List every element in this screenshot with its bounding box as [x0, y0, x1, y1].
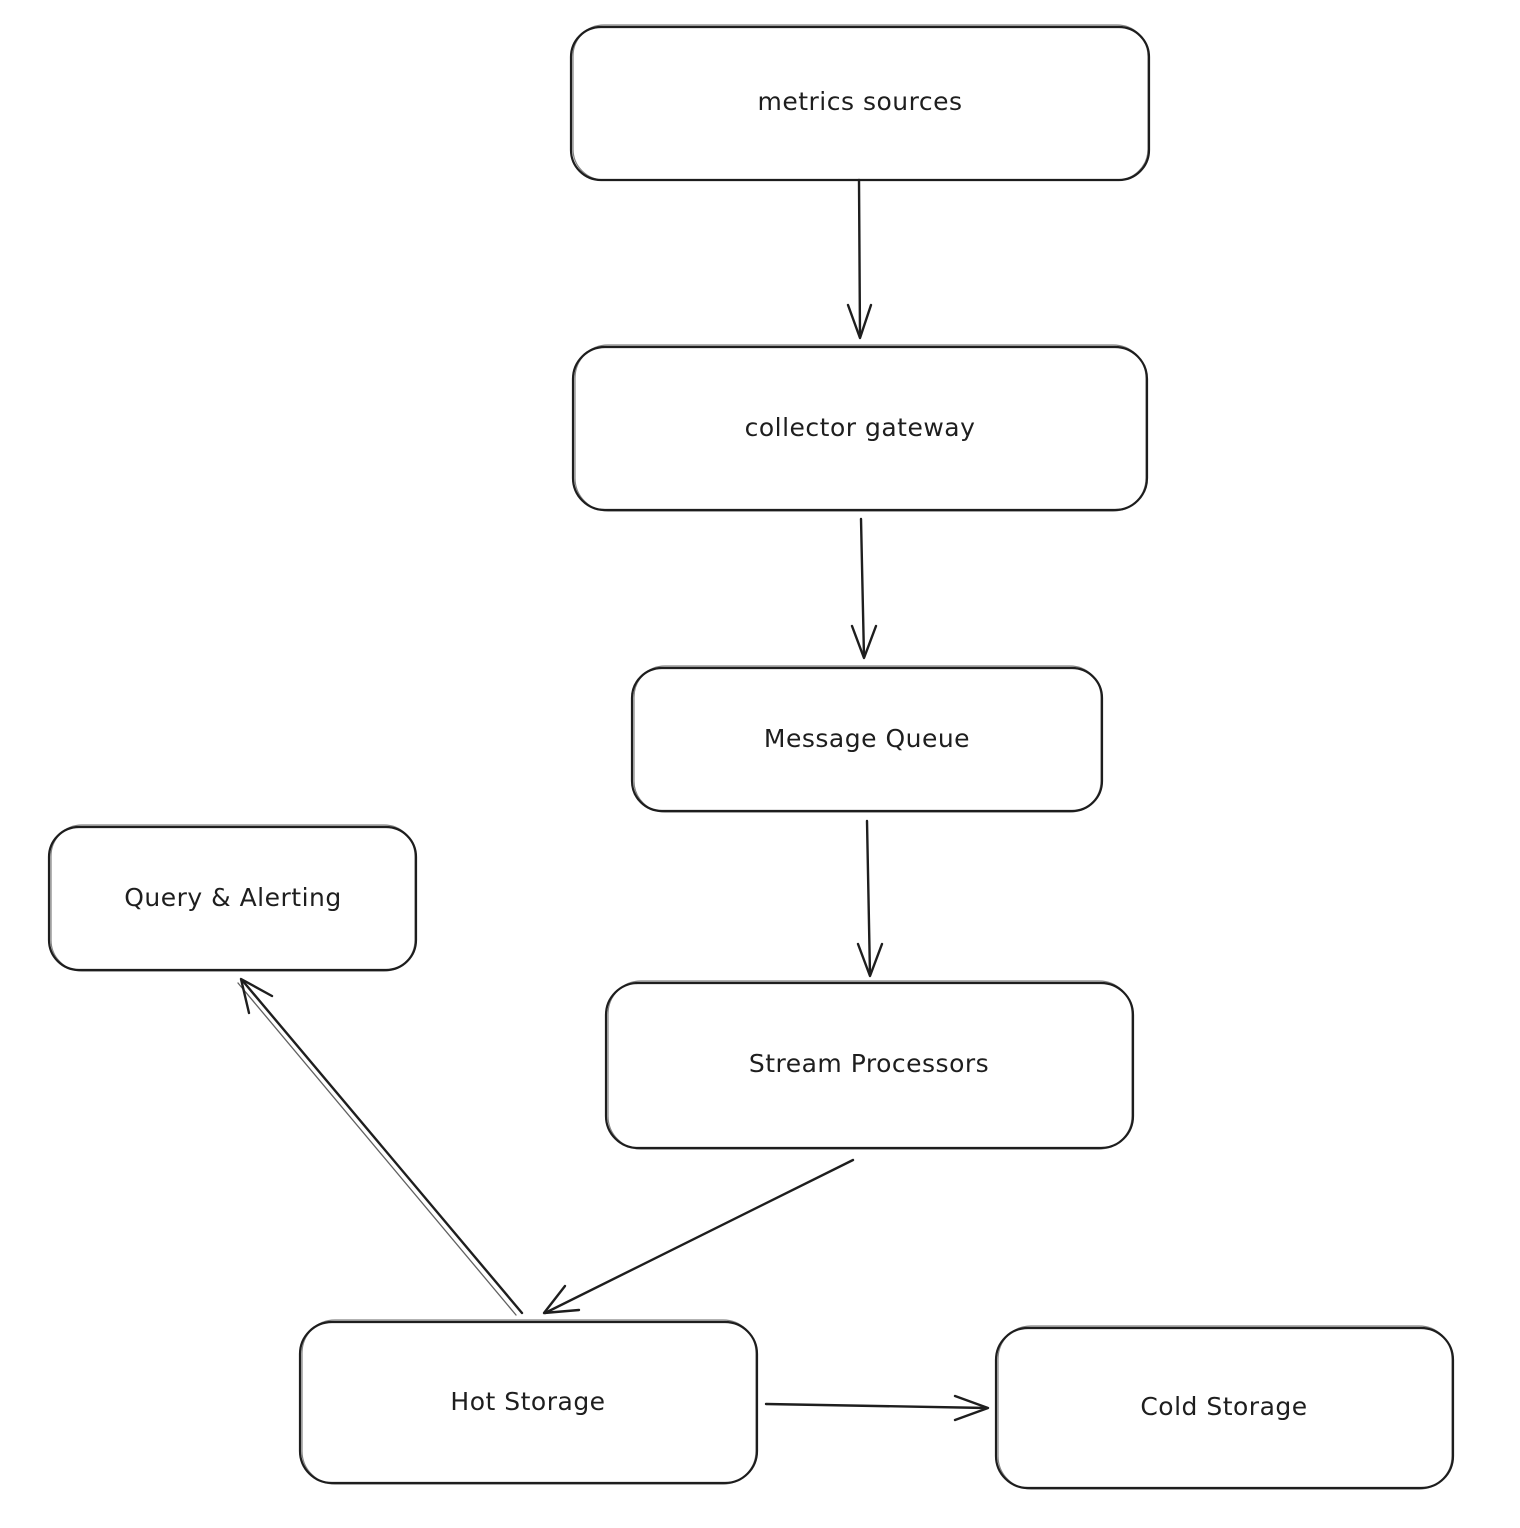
node-query-alerting-label: Query & Alerting: [124, 883, 342, 912]
edge-hot-storage-to-cold-storage: [764, 1394, 990, 1422]
edge-metrics-sources-to-collector-gateway: [846, 178, 873, 340]
edge-collector-gateway-to-message-queue: [850, 517, 878, 660]
node-message-queue[interactable]: Message Queue: [630, 665, 1104, 813]
edge-stream-processors-to-hot-storage: [542, 1158, 855, 1315]
node-hot-storage-label: Hot Storage: [450, 1387, 605, 1416]
node-hot-storage[interactable]: Hot Storage: [298, 1319, 759, 1485]
node-collector-gateway[interactable]: collector gateway: [571, 344, 1149, 512]
edge-message-queue-to-stream-processors: [856, 819, 884, 978]
node-metrics-sources-label: metrics sources: [757, 87, 962, 116]
node-collector-gateway-label: collector gateway: [745, 413, 976, 442]
edge-hot-storage-to-query-alerting: [237, 977, 524, 1316]
node-metrics-sources[interactable]: metrics sources: [569, 24, 1151, 182]
node-cold-storage-label: Cold Storage: [1140, 1392, 1307, 1421]
node-stream-processors-label: Stream Processors: [749, 1049, 989, 1078]
node-cold-storage[interactable]: Cold Storage: [994, 1325, 1455, 1490]
node-stream-processors[interactable]: Stream Processors: [604, 980, 1135, 1150]
node-message-queue-label: Message Queue: [764, 724, 970, 753]
node-query-alerting[interactable]: Query & Alerting: [47, 824, 418, 972]
